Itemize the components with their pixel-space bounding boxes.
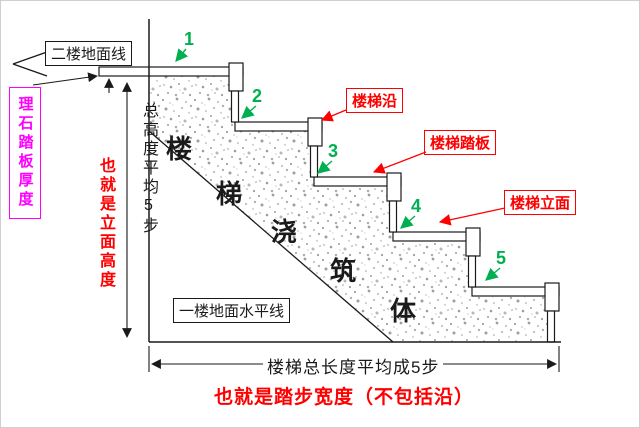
riser-plate-2 bbox=[309, 145, 319, 178]
stair-steps bbox=[98, 62, 560, 343]
nosing-callout-label: 楼梯沿 bbox=[346, 88, 404, 113]
second-floor-line-label: 二楼地面线 bbox=[45, 41, 133, 66]
concrete-fill bbox=[149, 71, 549, 342]
tread-plate-1 bbox=[98, 66, 244, 77]
step-number-2: 2 bbox=[252, 86, 263, 106]
step-number-5: 5 bbox=[496, 248, 507, 268]
marble-tread-thickness-box: 理石踏板厚度 bbox=[9, 87, 41, 219]
riser-height-note: 也就是立面高度 bbox=[97, 157, 114, 290]
nosing-block-3 bbox=[386, 172, 402, 202]
callout-arrows bbox=[12, 48, 506, 281]
stair-body-char-2: 梯 bbox=[216, 179, 243, 209]
stair-body-char-1: 楼 bbox=[166, 134, 193, 164]
nosing-callout-arrow bbox=[320, 109, 347, 122]
riser-plate-4 bbox=[467, 255, 477, 288]
total-length-note: 楼梯总长度平均成5步 bbox=[263, 353, 444, 378]
second-floor-arrow-lower bbox=[12, 63, 48, 77]
nosing-block-1 bbox=[228, 62, 244, 92]
step5-arrow bbox=[485, 267, 501, 281]
nosing-block-5 bbox=[544, 282, 560, 312]
step4-arrow bbox=[400, 215, 416, 229]
nosing-block-4 bbox=[465, 227, 481, 257]
step1-arrow bbox=[175, 48, 189, 62]
riser-callout-arrow bbox=[438, 207, 506, 226]
stair-body-char-5: 体 bbox=[390, 296, 417, 326]
step3-arrow bbox=[317, 160, 333, 174]
marble-tread-thickness-label: 理石踏板厚度 bbox=[16, 96, 34, 210]
step-number-4: 4 bbox=[411, 196, 422, 216]
riser-plate-3 bbox=[388, 200, 398, 233]
step2-arrow bbox=[241, 105, 257, 119]
riser-plate-1 bbox=[230, 90, 240, 123]
second-floor-arrow-upper bbox=[12, 51, 48, 65]
stair-soffit-line bbox=[148, 130, 394, 343]
nosing-block-2 bbox=[307, 117, 323, 147]
first-floor-line-label: 一楼地面水平线 bbox=[173, 298, 291, 323]
riser-callout-label: 楼梯立面 bbox=[504, 190, 577, 215]
stair-body-char-3: 浇 bbox=[271, 217, 298, 247]
step-number-1: 1 bbox=[184, 29, 195, 49]
riser-plate-5 bbox=[546, 310, 556, 343]
tread-width-note: 也就是踏步宽度（不包括沿） bbox=[214, 387, 475, 408]
tread-callout-arrow bbox=[372, 151, 427, 174]
structure-lines bbox=[148, 19, 561, 343]
step-number-3: 3 bbox=[328, 141, 339, 161]
stair-body-char-4: 筑 bbox=[330, 256, 357, 286]
total-height-note: 总高度平均5步 bbox=[140, 102, 157, 236]
thickness-pointer-arrow bbox=[32, 72, 98, 86]
tread-callout-label: 楼梯踏板 bbox=[424, 130, 497, 155]
concrete-stair-body bbox=[148, 71, 549, 343]
